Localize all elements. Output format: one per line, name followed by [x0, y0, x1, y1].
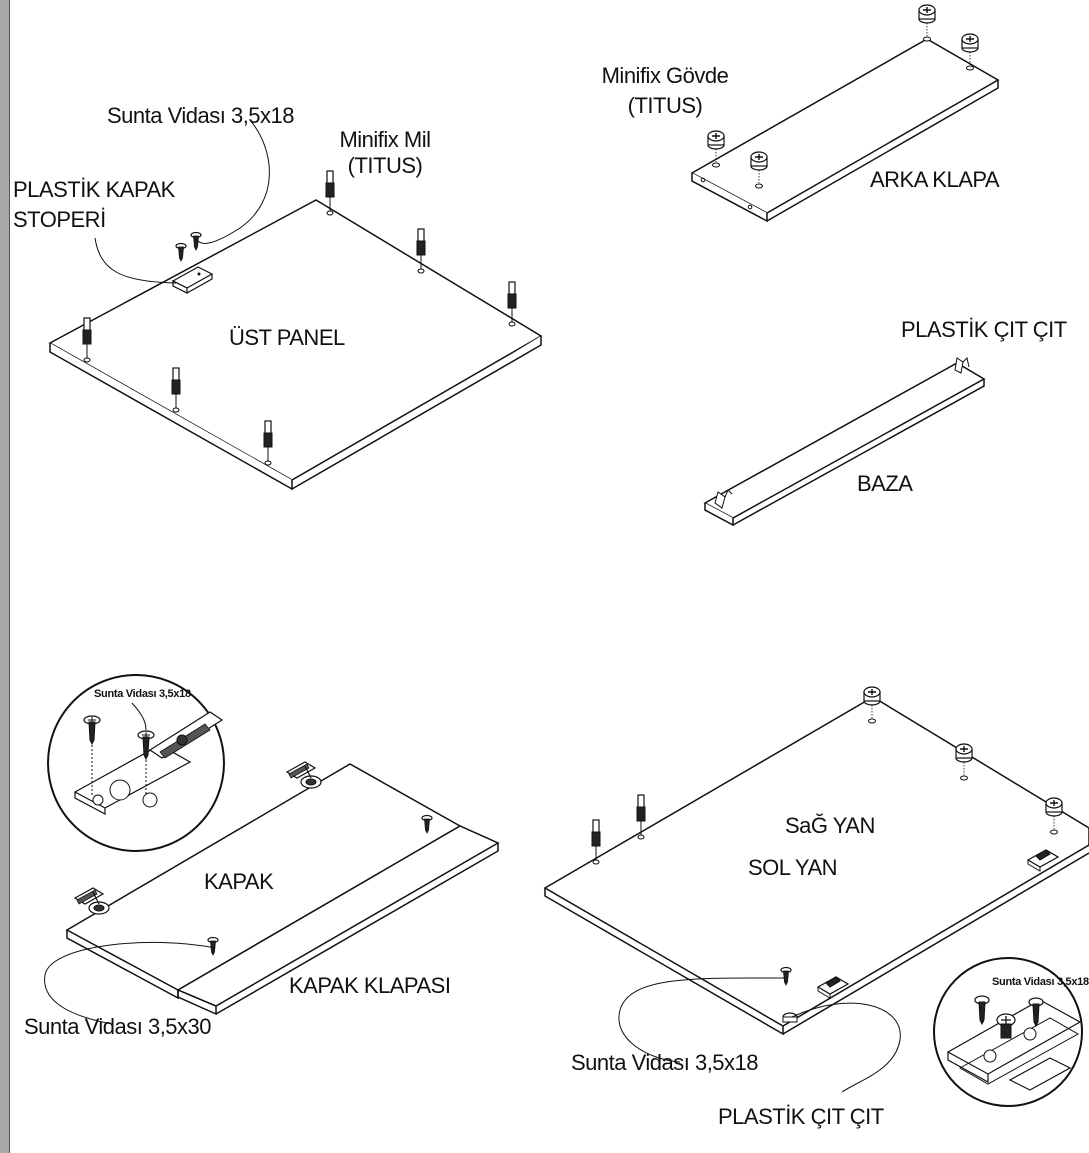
leader-line — [44, 941, 216, 1025]
leader-line — [618, 977, 786, 1063]
label-plastik-kapak-line1: PLASTİK KAPAK — [13, 177, 175, 202]
sunta-screw — [190, 231, 202, 251]
baza-board — [703, 357, 986, 527]
label-sol-yan: SOL YAN — [748, 855, 838, 880]
label-sunta-vidasi-top: Sunta Vidası 3,5x18 — [107, 103, 295, 128]
minifix-govde-cam — [918, 4, 936, 42]
label-baza: BAZA — [857, 471, 913, 496]
plastic-clip — [782, 1012, 798, 1023]
hinge — [286, 761, 322, 789]
kapak-klapasi-board — [176, 825, 500, 1016]
hinge-callout-circle — [47, 674, 225, 852]
label-plastik-cit-cit-top: PLASTİK ÇIT ÇIT — [901, 317, 1067, 342]
plastic-stopper — [171, 266, 214, 294]
arka-klapa-board — [690, 38, 1000, 223]
label-kapak-klapasi: KAPAK KLAPASI — [289, 973, 451, 998]
label-plastik-kapak-line2: STOPERİ — [13, 207, 106, 232]
label-minifix-govde-line1: Minifix Gövde — [601, 63, 729, 88]
label-plastik-cit-cit-bottom: PLASTİK ÇIT ÇIT — [718, 1104, 884, 1129]
label-sag-yan: SaĞ YAN — [785, 813, 875, 838]
leader-line — [195, 119, 270, 244]
leader-line — [94, 237, 177, 284]
mounting-plate — [816, 976, 850, 999]
label-sunta-vidasi-bottom-left: Sunta Vidası 3,5x30 — [24, 1014, 212, 1039]
label-ust-panel: ÜST PANEL — [229, 325, 345, 350]
hinge — [74, 887, 110, 915]
label-minifix-mil-line1: Minifix Mil — [339, 127, 431, 152]
left-margin-bar — [0, 0, 10, 1153]
label-minifix-mil-line2: (TITUS) — [347, 153, 423, 178]
label-kapak-callout: Sunta Vidası 3,5x18 — [94, 688, 191, 700]
leader-line — [791, 1002, 901, 1093]
label-kapak: KAPAK — [204, 869, 274, 894]
mounting-plate — [1026, 849, 1060, 872]
label-sunta-vidasi-bottom-mid: Sunta Vidası 3,5x18 — [571, 1050, 759, 1075]
mounting-callout-circle — [933, 957, 1083, 1107]
sunta-screw — [175, 242, 187, 262]
label-minifix-govde-line2: (TITUS) — [627, 93, 703, 118]
label-arka-klapa: ARKA KLAPA — [870, 167, 1000, 192]
label-right-callout: Sunta Vidası 3,5x18 — [992, 976, 1089, 988]
